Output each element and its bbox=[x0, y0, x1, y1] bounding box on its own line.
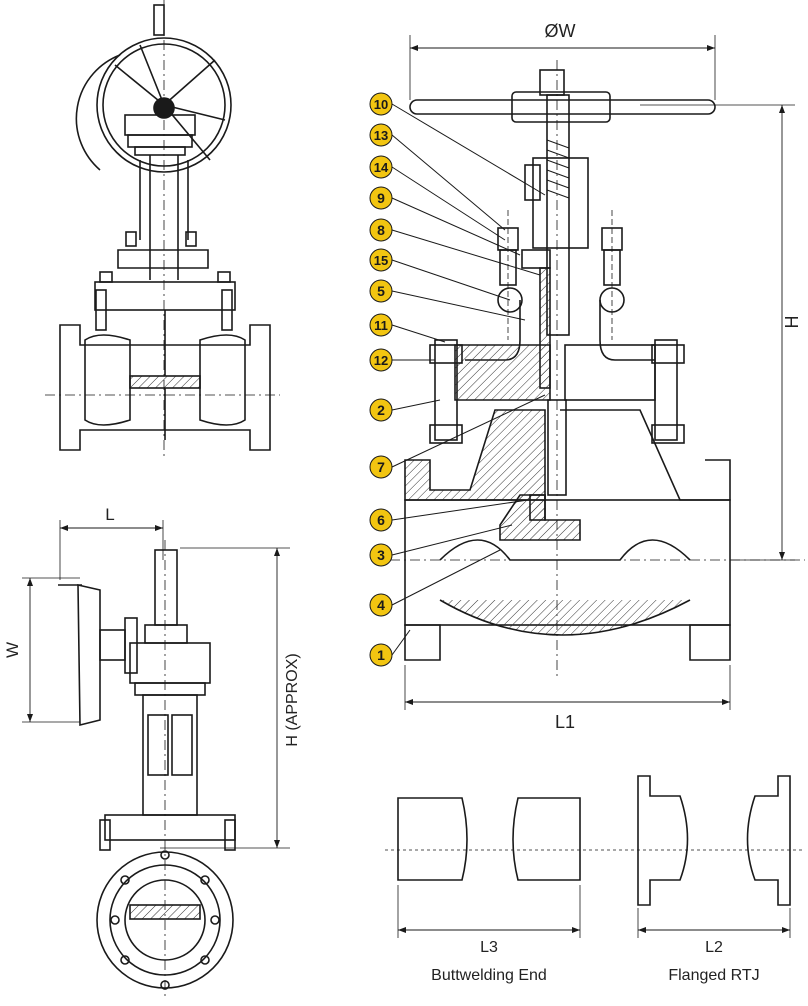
callout-number: 6 bbox=[377, 512, 385, 528]
callout-7: 7 bbox=[369, 394, 546, 479]
callout-number: 2 bbox=[377, 402, 385, 418]
callout-bubble bbox=[369, 398, 393, 422]
callout-leader-line bbox=[391, 134, 506, 231]
callout-number: 1 bbox=[377, 647, 385, 663]
callout-number: 10 bbox=[374, 97, 388, 112]
dim-label-ow: ØW bbox=[545, 21, 576, 41]
callout-bubble bbox=[369, 643, 393, 667]
callout-leader-line bbox=[391, 229, 541, 276]
callout-number: 9 bbox=[377, 190, 385, 206]
callout-bubble bbox=[369, 186, 393, 210]
callout-number: 12 bbox=[374, 353, 388, 368]
dim-label-h: H bbox=[782, 316, 802, 329]
callout-2: 2 bbox=[369, 398, 441, 422]
callout-4: 4 bbox=[369, 549, 501, 617]
callout-bubble bbox=[369, 543, 393, 567]
callout-bubble bbox=[369, 593, 393, 617]
callout-12: 12 bbox=[369, 348, 435, 372]
callout-number: 15 bbox=[374, 253, 388, 268]
callout-number: 11 bbox=[374, 318, 388, 333]
callout-1: 1 bbox=[369, 629, 411, 667]
callout-leader-line bbox=[391, 394, 546, 468]
callout-bubble bbox=[369, 348, 393, 372]
callout-bubble bbox=[369, 508, 393, 532]
callout-leader-line bbox=[391, 399, 441, 411]
callout-leader-line bbox=[391, 166, 506, 241]
callout-number: 13 bbox=[374, 128, 388, 143]
callout-number: 7 bbox=[377, 459, 385, 475]
callout-13: 13 bbox=[369, 123, 506, 231]
callout-bubble bbox=[369, 218, 393, 242]
dim-label-l2: L2 bbox=[705, 939, 723, 956]
callout-14: 14 bbox=[369, 155, 506, 241]
callout-9: 9 bbox=[369, 186, 521, 256]
callout-bubble bbox=[369, 455, 393, 479]
callout-number: 8 bbox=[377, 222, 385, 238]
callout-bubble bbox=[369, 92, 393, 116]
dim-label-h-approx: H (APPROX) bbox=[284, 653, 301, 746]
callout-8: 8 bbox=[369, 218, 541, 276]
callout-6: 6 bbox=[369, 499, 529, 532]
callout-layer: 10 13 14 9 8 15 5 11 12 2 7 6 3 4 1 bbox=[369, 92, 546, 667]
end-detail-views bbox=[385, 775, 805, 938]
main-sectioned-valve bbox=[390, 35, 805, 710]
callout-leader-line bbox=[391, 629, 411, 656]
callout-number: 4 bbox=[377, 597, 385, 613]
caption-flanged-rtj: Flanged RTJ bbox=[668, 967, 759, 984]
callout-15: 15 bbox=[369, 248, 511, 301]
dim-label-l: L bbox=[105, 505, 114, 524]
callout-10: 10 bbox=[369, 92, 546, 196]
callout-leader-line bbox=[391, 290, 526, 321]
callout-leader-line bbox=[391, 499, 529, 521]
callout-5: 5 bbox=[369, 279, 526, 321]
callout-number: 5 bbox=[377, 283, 385, 299]
callout-leader-line bbox=[391, 197, 521, 256]
callout-bubble bbox=[369, 279, 393, 303]
callout-bubble bbox=[369, 248, 393, 272]
bottom-left-valve-view bbox=[22, 520, 290, 1000]
callout-bubble bbox=[369, 155, 393, 179]
dim-label-w: W bbox=[3, 642, 22, 658]
dim-label-l3: L3 bbox=[480, 939, 498, 956]
caption-buttwelding-end: Buttwelding End bbox=[431, 967, 547, 984]
callout-leader-line bbox=[391, 324, 446, 343]
callout-11: 11 bbox=[369, 313, 446, 343]
callout-leader-line bbox=[391, 103, 546, 196]
callout-bubble bbox=[369, 123, 393, 147]
callout-bubble bbox=[369, 313, 393, 337]
callout-number: 14 bbox=[374, 160, 389, 175]
callout-leader-line bbox=[391, 549, 501, 606]
callout-number: 3 bbox=[377, 547, 385, 563]
callout-leader-line bbox=[391, 259, 511, 301]
top-left-valve-view bbox=[45, 0, 280, 460]
callout-3: 3 bbox=[369, 524, 513, 567]
dim-label-l1: L1 bbox=[555, 712, 575, 732]
callout-leader-line bbox=[391, 524, 513, 556]
